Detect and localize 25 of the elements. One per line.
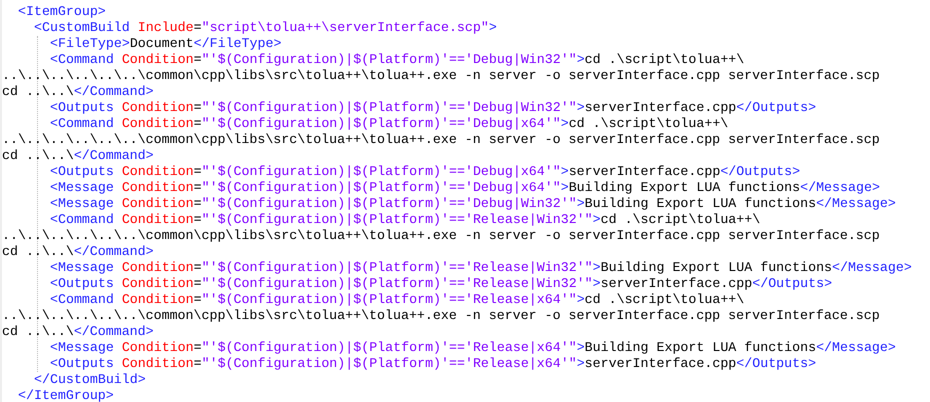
code-line: cd ..\..\</Command>: [2, 84, 154, 100]
code-line: <Outputs Condition="'$(Configuration)|$(Platform)'=='Release|x64'">serverInterface.cpp</Outputs>: [50, 356, 816, 372]
code-line: cd ..\..\</Command>: [2, 244, 154, 260]
code-line: <Command Condition="'$(Configuration)|$(Platform)'=='Debug|x64'">cd .\script\tolua++\: [50, 116, 728, 132]
code-line: <ItemGroup>: [18, 4, 106, 20]
code-line: <Message Condition="'$(Configuration)|$(Platform)'=='Release|x64'">Building Export LUA functions</Message>: [50, 340, 896, 356]
code-line: <Command Condition="'$(Configuration)|$(Platform)'=='Release|Win32'">cd .\script\tolua++\: [50, 212, 760, 228]
code-line: <Outputs Condition="'$(Configuration)|$(Platform)'=='Debug|Win32'">serverInterface.cpp</Outputs>: [50, 100, 816, 116]
code-line: <Outputs Condition="'$(Configuration)|$(Platform)'=='Debug|x64'">serverInterface.cpp</Outputs>: [50, 164, 800, 180]
code-line: ..\..\..\..\..\..\common\cpp\libs\src\tolua++\tolua++.exe -n server -o serverInterface.cpp serverInterface.scp: [2, 132, 880, 148]
code-line: <Outputs Condition="'$(Configuration)|$(Platform)'=='Release|Win32'">serverInterface.cpp</Outputs>: [50, 276, 832, 292]
code-line: </CustomBuild>: [34, 372, 146, 388]
code-line: <Command Condition="'$(Configuration)|$(Platform)'=='Release|x64'">cd .\script\tolua++\: [50, 292, 744, 308]
code-line: ..\..\..\..\..\..\common\cpp\libs\src\tolua++\tolua++.exe -n server -o serverInterface.cpp serverInterface.scp: [2, 228, 880, 244]
code-line: cd ..\..\</Command>: [2, 324, 154, 340]
code-line: <Command Condition="'$(Configuration)|$(Platform)'=='Debug|Win32'">cd .\script\tolua++\: [50, 52, 744, 68]
code-line: <Message Condition="'$(Configuration)|$(Platform)'=='Debug|Win32'">Building Export LUA functions</Message>: [50, 196, 896, 212]
code-line: ..\..\..\..\..\..\common\cpp\libs\src\tolua++\tolua++.exe -n server -o serverInterface.cpp serverInterface.scp: [2, 308, 880, 324]
code-line: cd ..\..\</Command>: [2, 148, 154, 164]
code-line: <Message Condition="'$(Configuration)|$(Platform)'=='Debug|x64'">Building Export LUA functions</Message>: [50, 180, 880, 196]
code-line: </ItemGroup>: [18, 388, 114, 402]
code-line: <Message Condition="'$(Configuration)|$(Platform)'=='Release|Win32'">Building Export LUA functions</Message>: [50, 260, 912, 276]
code-line: ..\..\..\..\..\..\common\cpp\libs\src\tolua++\tolua++.exe -n server -o serverInterface.cpp serverInterface.scp: [2, 68, 880, 84]
code-line: <CustomBuild Include="script\tolua++\serverInterface.scp">: [34, 20, 497, 36]
code-line: <FileType>Document</FileType>: [50, 36, 282, 52]
